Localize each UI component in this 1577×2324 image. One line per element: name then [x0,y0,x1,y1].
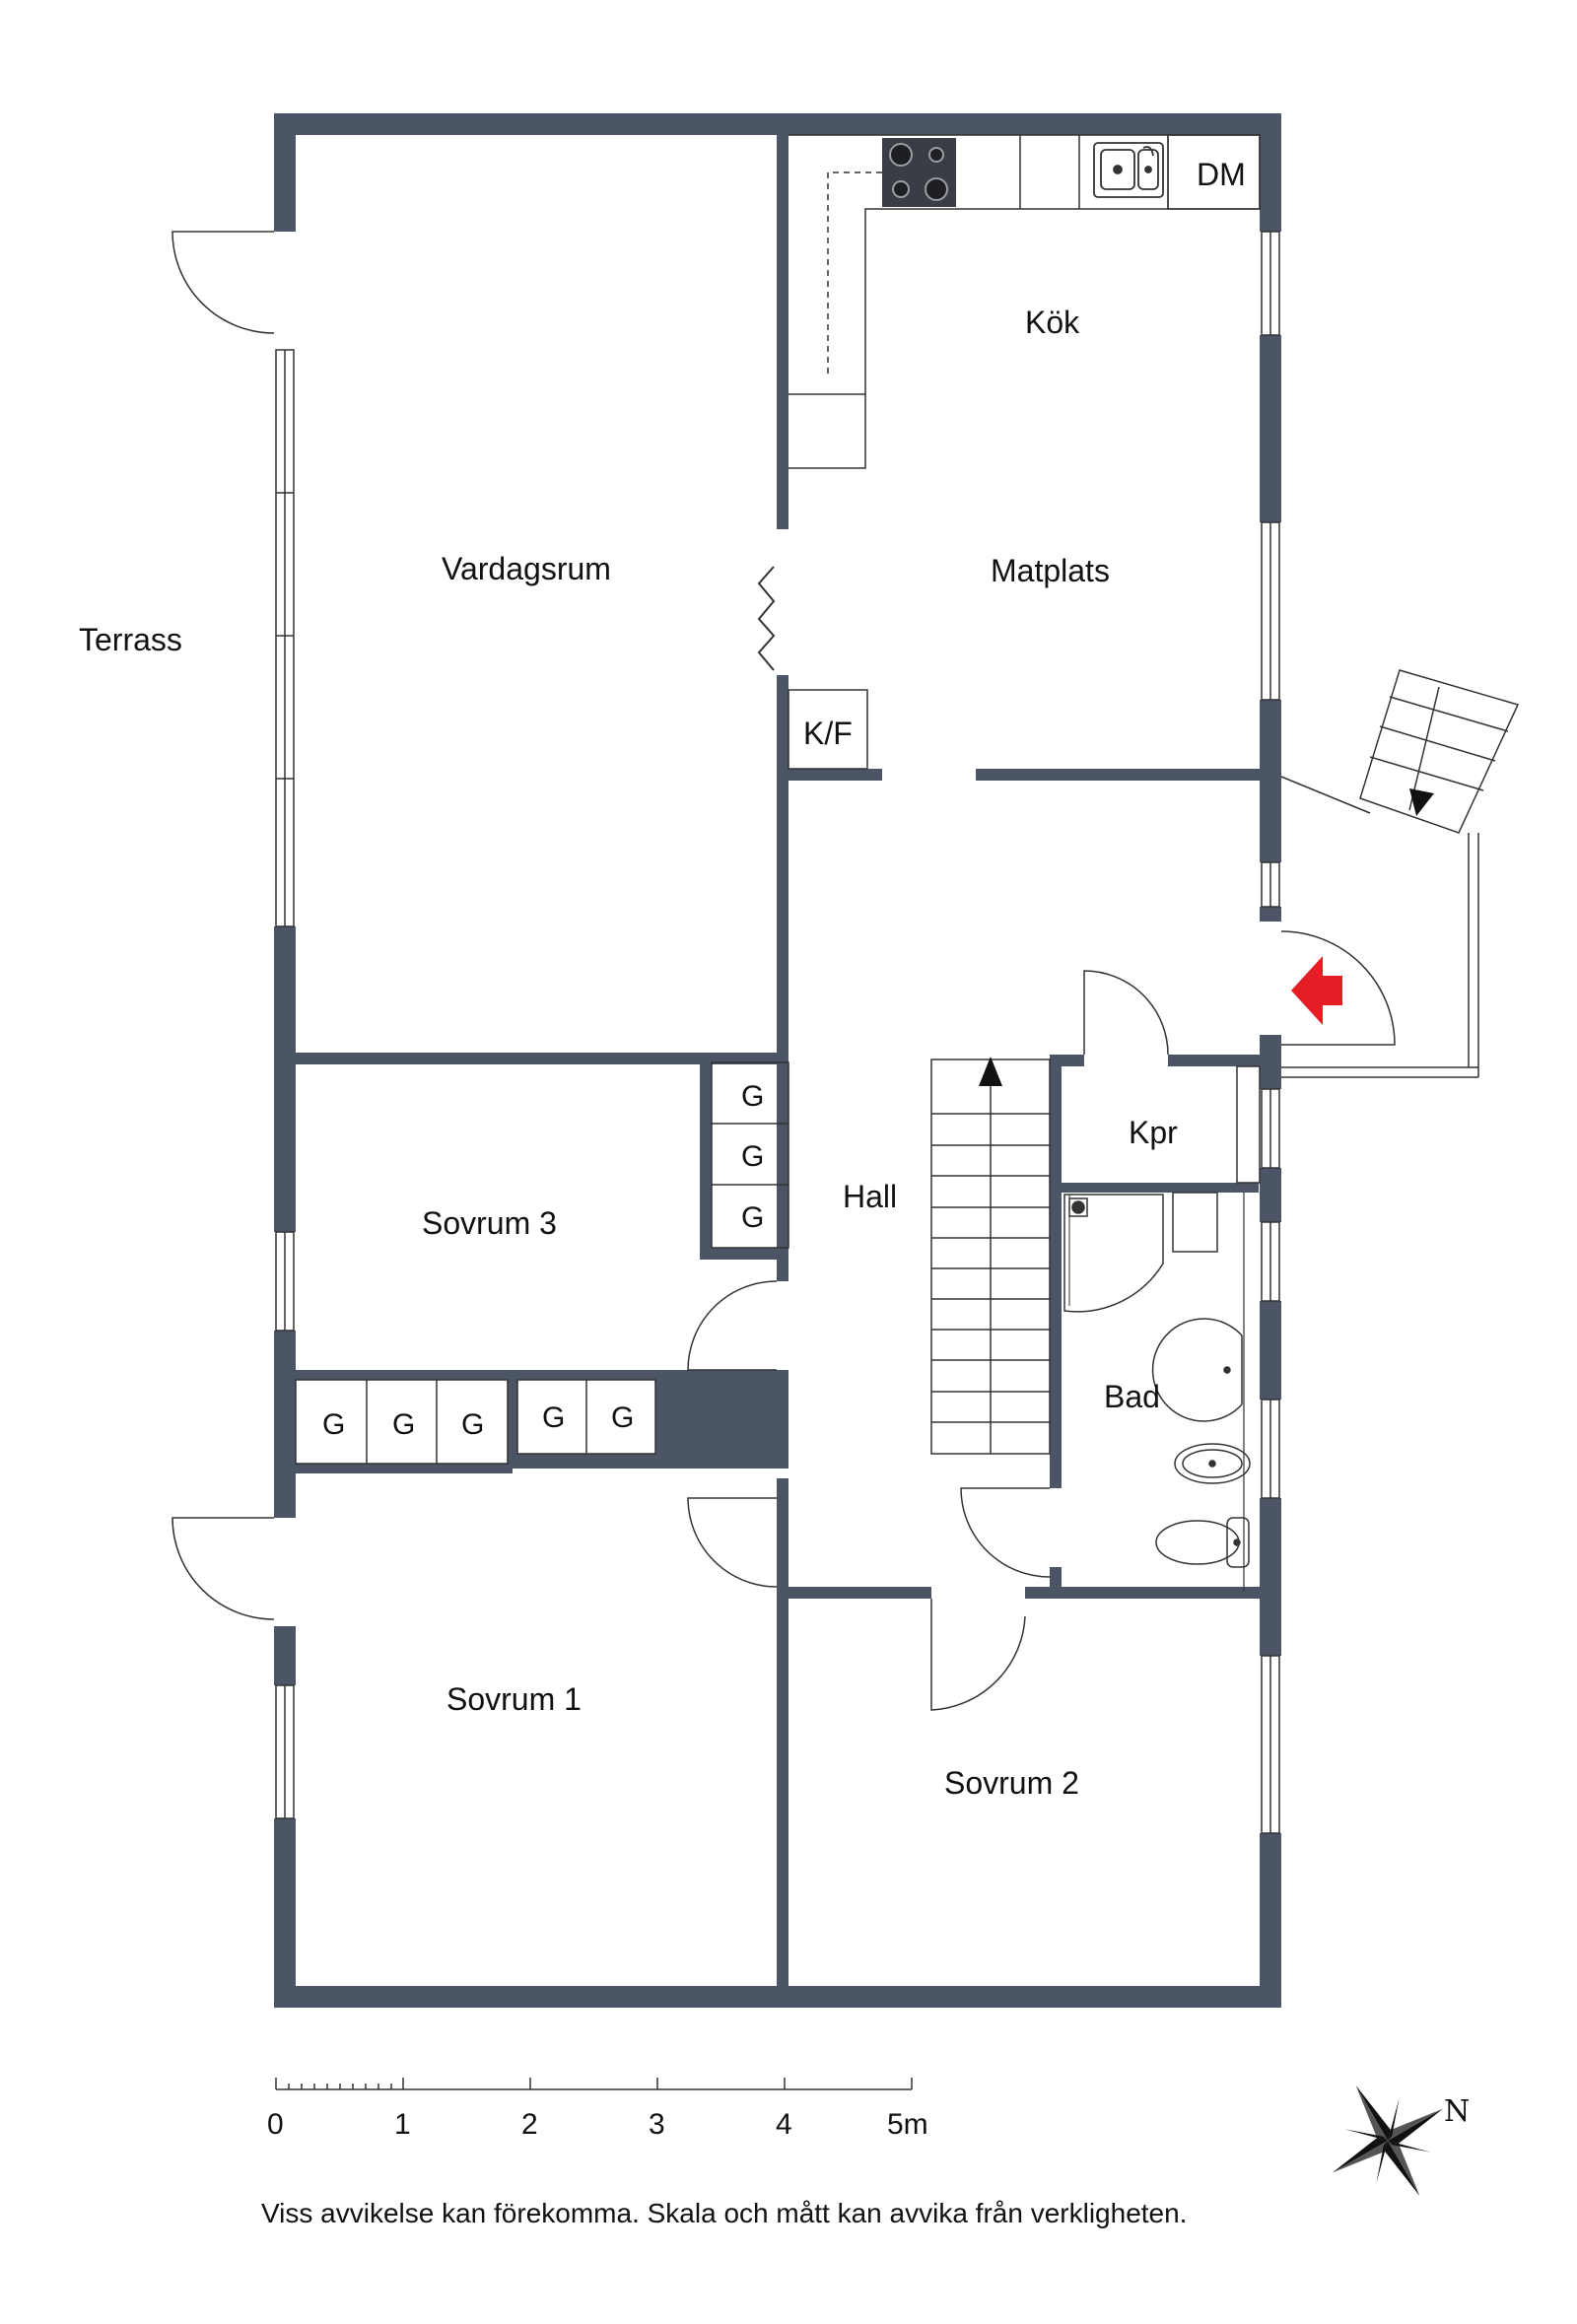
label-bad: Bad [1104,1379,1160,1414]
fridge-freezer [788,689,868,770]
bidet-icon [1174,1443,1251,1484]
washbasin-icon [1151,1318,1243,1422]
wardrobe-label: G [741,1201,764,1234]
label-sovrum1: Sovrum 1 [446,1681,582,1717]
label-dm: DM [1197,157,1246,192]
wardrobe-label: G [461,1408,484,1441]
wardrobe-label: G [542,1401,565,1434]
stairs-up-arrow-icon [979,1057,1002,1086]
label-sovrum2: Sovrum 2 [944,1765,1079,1801]
label-matplats: Matplats [991,553,1110,588]
compass-north-label: N [1444,2094,1470,2129]
label-terrass: Terrass [79,622,182,657]
scale-tick-label: 5m [887,2108,928,2141]
shower-icon [1063,1194,1164,1313]
kitchen-counters [788,134,1261,469]
scale-tick-label: 0 [267,2108,284,2141]
sink-icon [1093,142,1164,198]
staircase [930,1059,1051,1455]
label-kok: Kök [1025,305,1080,340]
scale-tick-label: 1 [394,2108,411,2141]
closet-shelf [1236,1065,1261,1184]
steps-down-arrow-icon [1409,788,1434,816]
dishwasher [1167,134,1261,210]
entrance-arrow-icon [1291,956,1342,1025]
wardrobe-label: G [322,1408,345,1441]
wardrobes [295,1061,789,1465]
scale-tick-label: 2 [521,2108,538,2141]
wardrobe-label: G [741,1080,764,1113]
entrance-porch [1280,776,1479,1078]
label-sovrum3: Sovrum 3 [422,1205,557,1241]
stove-icon [882,138,956,207]
wardrobe-label: G [611,1401,634,1434]
disclaimer: Viss avvikelse kan förekomma. Skala och … [261,2198,1187,2228]
folding-door [757,566,776,671]
interior-walls [296,135,1267,1996]
bathroom-cabinet [1172,1192,1218,1253]
scale-tick-label: 4 [776,2108,792,2141]
wardrobe-label: G [741,1140,764,1173]
scale-tick-label: 3 [649,2108,665,2141]
toilet-icon [1155,1517,1250,1568]
wardrobe-label: G [392,1408,415,1441]
door-swings [171,231,1396,1711]
scale-bar [275,2078,913,2090]
entrance-steps [1359,669,1520,834]
windows [275,231,1280,1834]
compass-rose-icon [1332,2085,1444,2197]
label-vardagsrum: Vardagsrum [442,551,611,586]
outer-walls [274,113,1281,2008]
label-kf: K/F [803,716,853,751]
label-hall: Hall [843,1179,897,1214]
label-kpr: Kpr [1129,1115,1178,1150]
